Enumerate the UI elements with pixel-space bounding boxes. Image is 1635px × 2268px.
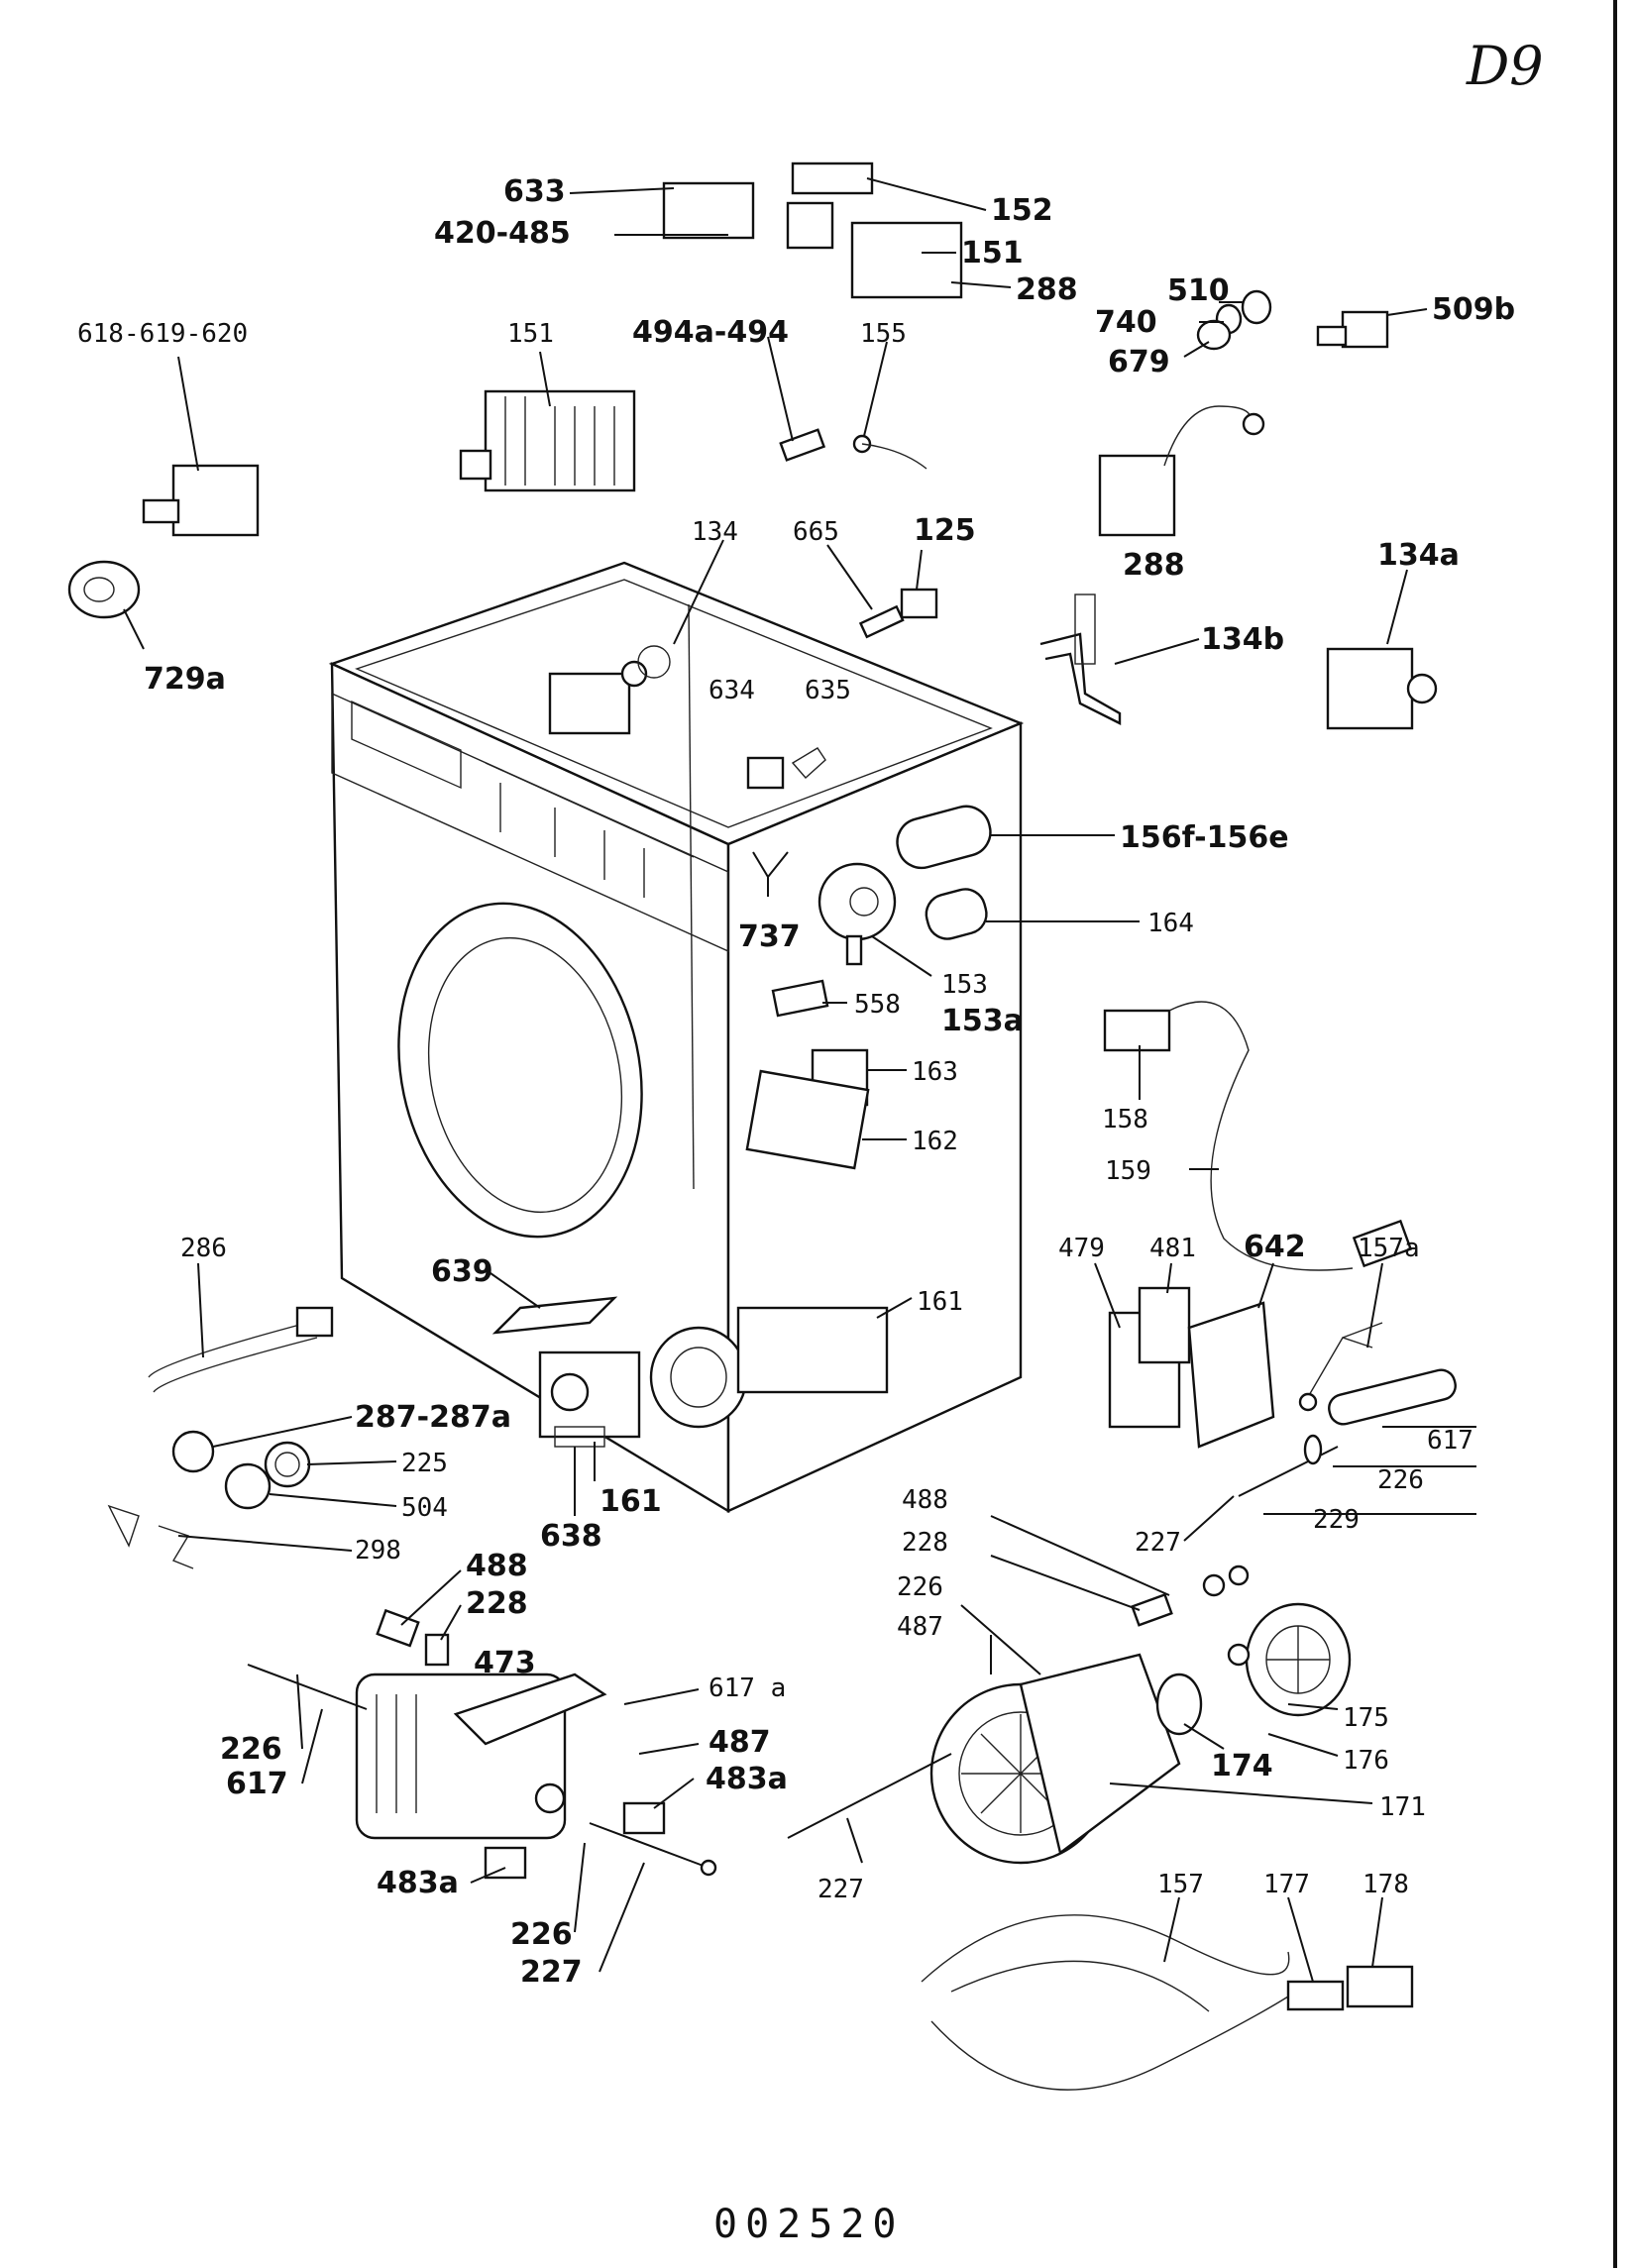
callout-134: 134 [692, 517, 738, 547]
callout-153a: 153a [941, 1004, 1024, 1038]
callout-227-right: 227 [1135, 1528, 1181, 1558]
callout-157a: 157a [1358, 1234, 1420, 1263]
callout-227-bottom: 227 [520, 1955, 583, 1990]
callout-483a-left: 483a [377, 1866, 459, 1900]
callout-287-287a: 287-287a [355, 1400, 511, 1435]
callout-labels: 633 420-485 152 151 288 618-619-620 151 … [77, 174, 1515, 1990]
callout-509b: 509b [1432, 292, 1515, 327]
callout-161-lower: 161 [600, 1484, 662, 1519]
callout-155: 155 [860, 319, 907, 349]
corner-mark: D9 [1466, 35, 1544, 97]
part-illustrations [67, 162, 1457, 2091]
document-number: 002520 [713, 2202, 905, 2247]
callout-483a-right: 483a [706, 1762, 788, 1796]
callout-639: 639 [431, 1254, 493, 1289]
callout-488-left: 488 [466, 1549, 528, 1583]
callout-226-bottom: 226 [510, 1917, 573, 1952]
callout-153: 153 [941, 970, 988, 1000]
callout-740: 740 [1095, 305, 1157, 340]
callout-177: 177 [1263, 1870, 1310, 1899]
callout-298: 298 [355, 1536, 401, 1566]
callout-152: 152 [991, 193, 1053, 228]
callout-679: 679 [1108, 345, 1170, 379]
callout-479: 479 [1058, 1234, 1105, 1263]
callout-158: 158 [1102, 1105, 1148, 1134]
callout-171: 171 [1379, 1792, 1426, 1822]
callout-156f-156e: 156f-156e [1120, 820, 1289, 855]
callout-225: 225 [401, 1449, 448, 1478]
callout-228-right: 228 [902, 1528, 948, 1558]
callout-510: 510 [1167, 273, 1230, 308]
callout-226-motor: 226 [897, 1572, 943, 1602]
callout-226-left: 226 [220, 1732, 282, 1767]
callout-558: 558 [854, 990, 901, 1020]
callout-737: 737 [738, 919, 801, 954]
callout-288-right: 288 [1123, 548, 1185, 583]
callout-159: 159 [1105, 1156, 1151, 1186]
callout-488-right: 488 [902, 1485, 948, 1515]
callout-729a: 729a [144, 662, 226, 697]
callout-617a: 617 a [708, 1674, 786, 1703]
washer-cabinet [328, 561, 1025, 1514]
callout-161-pump: 161 [917, 1287, 963, 1317]
callout-634: 634 [708, 676, 755, 705]
callout-635: 635 [805, 676, 851, 705]
callout-226-right: 226 [1377, 1465, 1424, 1495]
callout-633: 633 [503, 174, 566, 209]
callout-178: 178 [1362, 1870, 1409, 1899]
leader-lines [123, 177, 1476, 1983]
callout-617-right: 617 [1427, 1426, 1473, 1456]
callout-617-left: 617 [226, 1767, 288, 1801]
callout-164: 164 [1147, 909, 1194, 938]
callout-229: 229 [1313, 1505, 1360, 1535]
callout-504: 504 [401, 1493, 448, 1523]
callout-151-top: 151 [961, 236, 1024, 270]
callout-286: 286 [180, 1234, 227, 1263]
callout-487-left: 487 [708, 1725, 771, 1760]
callout-228-left: 228 [466, 1586, 528, 1621]
callout-176: 176 [1343, 1746, 1389, 1776]
callout-618-619-620: 618-619-620 [77, 319, 248, 349]
callout-473: 473 [474, 1646, 536, 1680]
callout-125: 125 [914, 513, 976, 548]
callout-638: 638 [540, 1519, 602, 1554]
callout-288-top: 288 [1016, 272, 1078, 307]
callout-420-485: 420-485 [434, 216, 571, 251]
callout-487-right: 487 [897, 1612, 943, 1642]
callout-227-motor: 227 [818, 1875, 864, 1904]
callout-151-timer: 151 [507, 319, 554, 349]
callout-163: 163 [912, 1057, 958, 1087]
callout-174: 174 [1211, 1749, 1273, 1783]
callout-134a: 134a [1377, 538, 1460, 573]
callout-642: 642 [1244, 1230, 1306, 1264]
callout-481: 481 [1149, 1234, 1196, 1263]
callout-134b: 134b [1201, 622, 1284, 657]
callout-162: 162 [912, 1127, 958, 1156]
callout-665: 665 [793, 517, 839, 547]
callout-494a-494: 494a-494 [632, 315, 789, 350]
callout-157: 157 [1157, 1870, 1204, 1899]
callout-175: 175 [1343, 1703, 1389, 1733]
